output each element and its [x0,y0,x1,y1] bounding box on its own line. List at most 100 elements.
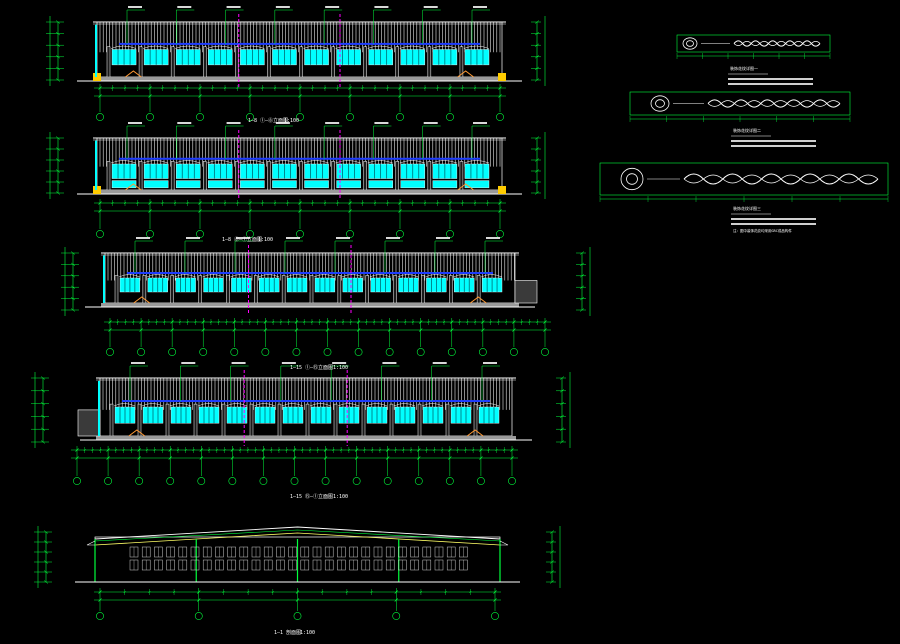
blue-beam [119,157,480,160]
entrance-mark [466,429,484,437]
dimension-tick [394,590,398,594]
height-tick-slash [534,169,540,173]
ground-base [96,436,516,440]
dimension-tick [479,448,483,452]
height-tick-slash [43,580,49,584]
leader-label-bar [281,362,296,364]
grid-bubble [293,612,302,620]
dimension-tick [498,94,502,98]
leader-label-bar [128,6,142,8]
dimension-tick [356,320,361,324]
height-tick-slash [534,136,540,140]
height-tick-slash [55,31,61,36]
dimension-tick [98,201,102,205]
arch-head [110,45,137,49]
height-tick-slash [549,560,555,564]
dimension-tick [148,209,152,213]
column [106,161,111,191]
arch-head [197,403,220,407]
leader-label-bar [325,122,340,124]
height-tick-slash [40,376,46,380]
grid-bubble [323,348,332,356]
height-tick-slash [549,540,555,544]
leader-label-bar [332,362,347,364]
dimension-tick [417,456,421,460]
eave-left [86,540,96,546]
lower-window-glass [368,180,393,189]
grid-bubble [197,477,206,485]
leader-label-bar [374,6,389,8]
dimension-tick [198,86,202,90]
arch-head [397,274,419,278]
dimension-tick [354,448,359,452]
end-glass [103,255,105,303]
height-tick-slash [559,440,565,444]
height-tick-slash [55,158,61,162]
height-tick-slash [55,136,61,140]
arch-head [303,160,329,164]
dimension-tick [263,328,268,332]
height-tick-slash [70,285,76,289]
column [417,403,422,437]
leader-label-bar [423,6,438,8]
elevation-2-scale: 1:100 [258,237,273,243]
arch-head [369,274,391,278]
dimension-tick [481,328,485,332]
grid-bubble [508,477,516,485]
leader-label-bar [286,237,300,239]
lower-window-glass [111,180,137,189]
dimension-tick [498,86,502,90]
height-tick-slash [534,20,540,24]
dimension-tick [398,86,402,90]
dimension-tick [139,328,143,332]
lower-window-glass [143,180,169,189]
height-tick-slash [559,401,565,406]
dimension-tick [398,209,402,213]
ground-base [101,303,519,307]
elevation-3-scale: 1:100 [333,365,348,371]
grid-bubble [196,113,204,121]
dimension-tick [512,320,516,324]
dimension-tick [512,328,516,332]
dimension-tick [139,320,143,324]
lower-window-glass [175,180,201,189]
dimension-tick [323,448,328,452]
ornament-rosette-inner [655,99,665,108]
dimension-tick [197,590,201,594]
grid-bubble [259,477,268,485]
dimension-tick [448,94,452,98]
height-tick-slash [559,376,565,380]
dimension-tick [106,448,110,452]
dimension-tick [230,456,235,460]
blue-beam [127,272,493,274]
dimension-tick [98,590,102,594]
dimension-tick [325,328,330,332]
grid-bubble [137,348,145,356]
leader-label-bar [386,237,400,239]
grid-bubble [541,348,549,356]
dimension-tick [448,456,452,460]
column [337,275,342,304]
ornament-2-caption: 装饰花纹详图二 [733,127,761,133]
arch-head [258,274,280,278]
column [267,46,271,78]
column [221,403,226,437]
dimension-tick [294,328,299,332]
height-tick-slash [579,308,585,312]
dimension-tick [248,209,252,213]
arch-head [239,160,265,164]
dimension-tick [98,209,102,213]
height-tick-slash [534,78,540,82]
column [235,161,239,191]
dimension-tick [148,86,152,90]
grid-bubble [447,348,456,356]
height-tick-slash [70,274,76,278]
column [267,161,271,191]
arch-head [309,403,332,407]
grid-bubble [166,477,175,485]
dimension-tick [108,328,112,332]
height-tick-slash [43,550,49,554]
height-tick-slash [43,530,49,534]
grid-bubble [446,113,454,121]
entrance-mark [457,183,474,191]
